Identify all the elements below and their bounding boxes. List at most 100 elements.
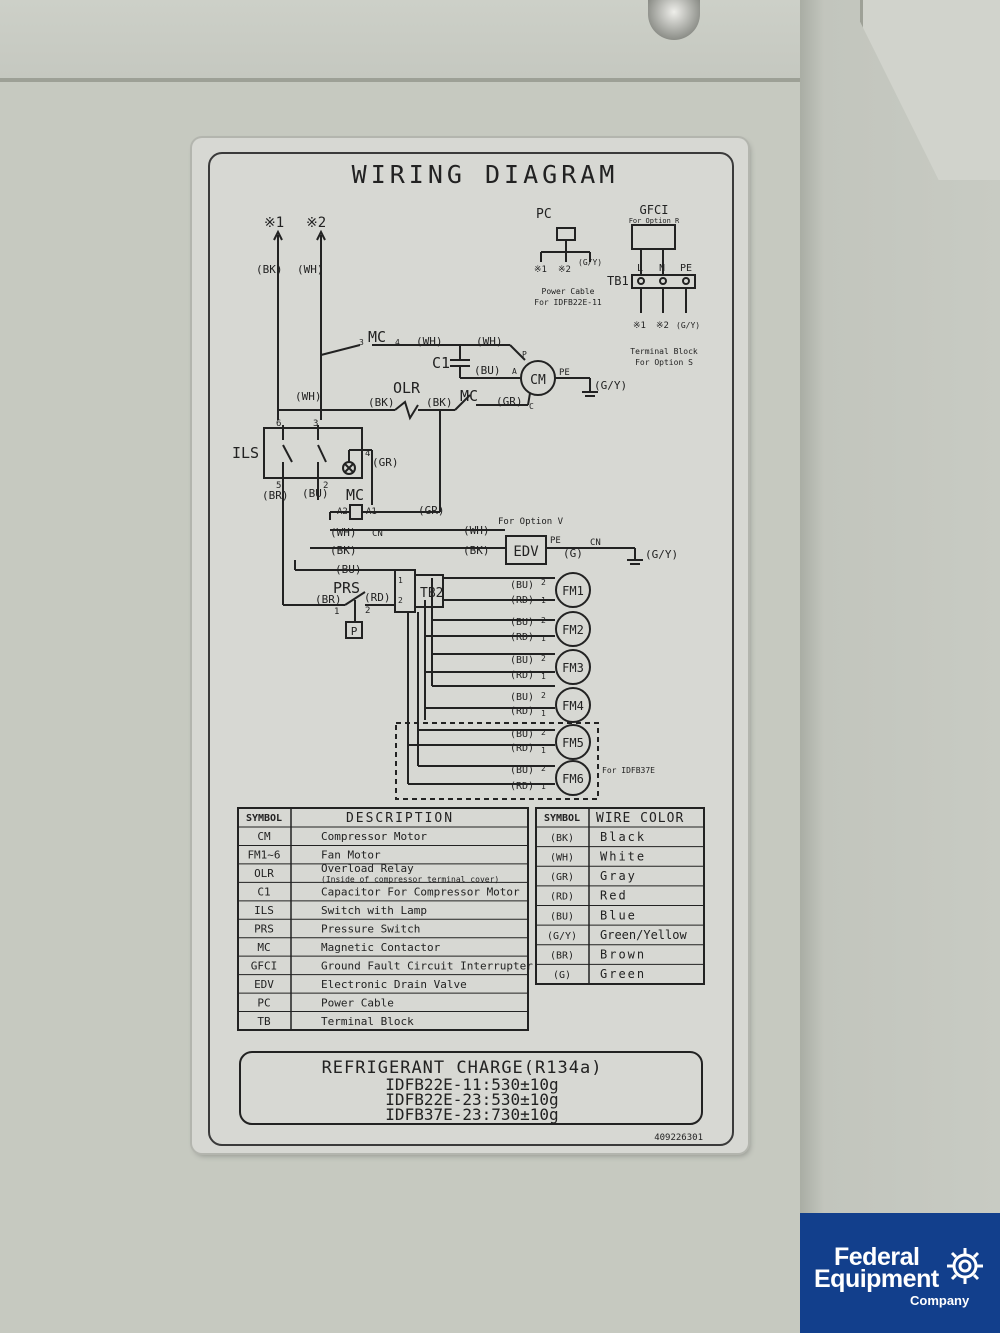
symbol-cell: OLR	[254, 867, 274, 880]
option-fm-note: For IDFB37E	[602, 766, 655, 775]
wire-tag-br-prs: (BR)	[315, 593, 342, 606]
wire-symbol-cell: (G)	[553, 970, 571, 981]
cm-pe-label: PE	[559, 368, 570, 378]
ils-terminal-5: 5	[276, 481, 281, 491]
cn-left-label: CN	[372, 529, 383, 539]
logo-text-company: Company	[910, 1293, 970, 1308]
gfci-label: GFCI	[640, 203, 669, 217]
mc-coil-label: MC	[346, 486, 364, 504]
wire-tag-wh-edv: (WH)	[463, 524, 490, 537]
wire-symbol-cell: (BU)	[550, 911, 574, 922]
fan-motor-2: (BU) (RD) 2 1 FM2	[510, 616, 584, 643]
mc-terminal-a1: A1	[366, 507, 377, 517]
description-cell: Magnetic Contactor	[321, 941, 441, 954]
pc-lead-1: ※1	[534, 265, 547, 275]
fm1-wire-bu: (BU)	[510, 580, 534, 591]
wire-color-cell: Green/Yellow	[600, 928, 687, 942]
tb1-terminal-n: N	[659, 263, 665, 274]
fan-motor-1: (BU) (RD) 2 1 FM1	[510, 578, 584, 606]
fm2-label: FM2	[562, 623, 584, 637]
fm5-pin-2: 2	[541, 728, 546, 737]
tb1-label: TB1	[607, 274, 629, 288]
tb1-terminal-pe: PE	[680, 263, 692, 274]
ils-label: ILS	[232, 444, 259, 462]
gfci-caption-1: Terminal Block	[630, 347, 698, 356]
option-v-note: For Option V	[498, 517, 564, 527]
wire-tag-bu-ils: (BU)	[302, 487, 329, 500]
fan-motor-3: (BU) (RD) 2 1 FM3	[510, 654, 584, 681]
cm-terminal-c: C	[529, 402, 534, 411]
cm-label: CM	[530, 373, 546, 388]
symbol-cell: MC	[257, 941, 270, 954]
fan-motor-6: (BU) (RD) 2 1 FM6	[510, 764, 584, 792]
edv-pe-label: PE	[550, 536, 561, 546]
tb2-label: TB2	[420, 586, 443, 601]
fm5-label: FM5	[562, 736, 584, 750]
fm6-pin-2: 2	[541, 764, 546, 773]
wire-symbol-cell: (BK)	[550, 833, 574, 844]
schematic-wires	[263, 224, 696, 800]
wire-tag-bk-l1: (BK)	[256, 263, 283, 276]
description-cell: Fan Motor	[321, 849, 381, 862]
wire-tag-br-ils: (BR)	[262, 489, 289, 502]
wire-tag-bk-edv-left: (BK)	[330, 544, 357, 557]
tb1-terminal-l: L	[637, 263, 643, 274]
fm3-pin-2: 2	[541, 654, 546, 663]
fm3-pin-1: 1	[541, 672, 546, 681]
description-cell: Compressor Motor	[321, 830, 427, 843]
wire-tag-bu-c1: (BU)	[474, 364, 501, 377]
screw-head	[648, 0, 700, 40]
gfci-lead-2: ※2	[656, 321, 669, 331]
wire-tag-bu-tb2: (BU)	[335, 563, 362, 576]
symbol-cell: CM	[257, 830, 271, 843]
pc-lead-gy: (G/Y)	[578, 258, 602, 267]
wire-color-cell: Blue	[600, 908, 637, 922]
refrigerant-line-1: IDFB22E-11:530±10g	[385, 1075, 558, 1094]
fm5-pin-1: 1	[541, 746, 546, 755]
prs-terminal-1: 1	[334, 607, 339, 617]
wire-tag-wh-edv-left: (WH)	[330, 526, 357, 539]
federal-equipment-logo: Federal Equipment Company	[800, 1213, 1000, 1333]
gfci-lead-gy: (G/Y)	[676, 321, 700, 330]
cm-terminal-p: P	[522, 350, 527, 359]
wire-tag-gy-cm: (G/Y)	[594, 379, 627, 392]
fm3-wire-bu: (BU)	[510, 655, 534, 666]
logo-text-equipment: Equipment	[814, 1265, 939, 1293]
fm2-wire-bu: (BU)	[510, 617, 534, 628]
ils-terminal-2: 2	[323, 481, 328, 491]
wire-color-cell: Black	[600, 830, 646, 844]
wire-header-color: WIRE COLOR	[596, 811, 684, 826]
mc2-label: MC	[460, 387, 478, 405]
wire-symbol-cell: (GR)	[550, 872, 574, 883]
wire-tag-bk-edv: (BK)	[463, 544, 490, 557]
olr-label: OLR	[393, 379, 421, 397]
wire-tag-gr-mc: (GR)	[496, 395, 523, 408]
gfci-option-r: For Option R	[629, 217, 680, 225]
symbol-cell: EDV	[254, 978, 274, 991]
wire-color-cell: Red	[600, 889, 628, 903]
fan-motor-group: (BU) (RD) 2 1 FM1 (BU) (RD) 2 1 FM2 (BU)…	[510, 578, 655, 792]
refrigerant-box: REFRIGERANT CHARGE(R134a) IDFB22E-11:530…	[239, 1051, 703, 1125]
symbols-header-symbol: SYMBOL	[246, 813, 282, 824]
refrigerant-line-2: IDFB22E-23:530±10g	[385, 1090, 558, 1109]
gfci-lead-1: ※1	[633, 321, 646, 331]
pc-caption-1: Power Cable	[542, 287, 595, 296]
fm5-wire-bu: (BU)	[510, 729, 534, 740]
refrigerant-line-3: IDFB37E-23:730±10g	[385, 1105, 558, 1124]
description-cell: Electronic Drain Valve	[321, 978, 467, 991]
wire-tag-wh-mc4: (WH)	[416, 335, 443, 348]
c1-label: C1	[432, 354, 450, 372]
prs-label: PRS	[333, 579, 360, 597]
pc-lead-2: ※2	[558, 265, 571, 275]
fm1-label: FM1	[562, 584, 584, 598]
description-cell: Pressure Switch	[321, 923, 420, 936]
wire-tag-bk-olr: (BK)	[368, 396, 395, 409]
fan-motor-4: (BU) (RD) 2 1 FM4	[510, 691, 584, 718]
schematic-labels: ※1 ※2 (BK) (WH) MC 3 4 (WH) (WH) C1 (BU)…	[232, 215, 678, 638]
mc4-label: MC	[368, 328, 386, 346]
fm5-wire-rd: (RD)	[510, 743, 534, 754]
symbol-cell: FM1~6	[247, 849, 280, 862]
wire-tag-rd-prs: (RD)	[364, 591, 391, 604]
gfci-block: GFCI For Option R TB1 L N PE ※1 ※2 (G/Y)…	[607, 203, 700, 367]
